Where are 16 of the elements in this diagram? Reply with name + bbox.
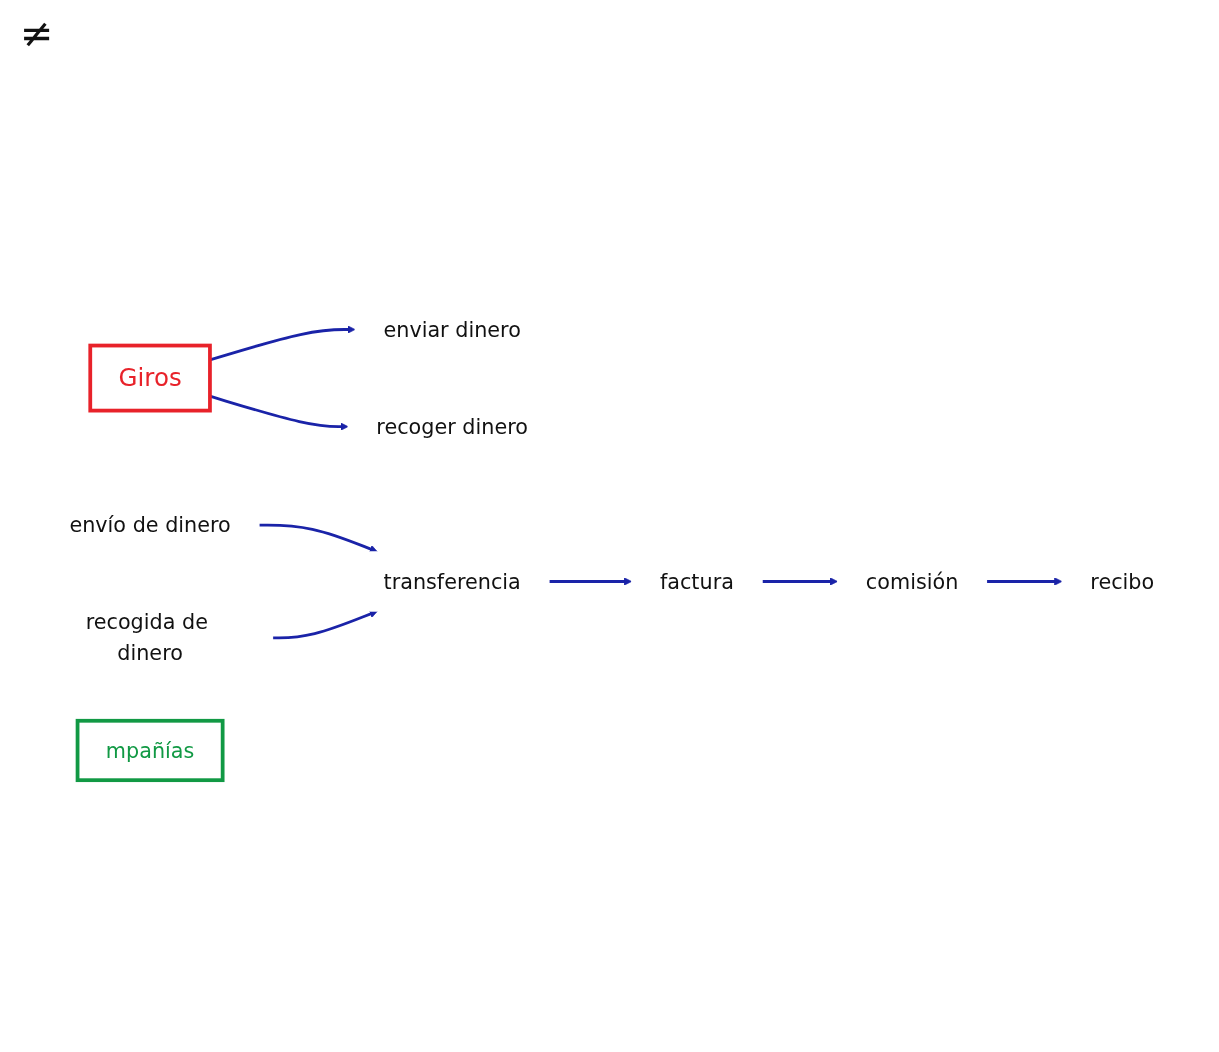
- node-text: envío de dinero: [69, 513, 231, 537]
- node-text: factura: [659, 569, 734, 594]
- arrow: [259, 523, 378, 553]
- node-text: enviar dinero: [383, 317, 521, 342]
- node-text: recogida de dinero: [85, 610, 208, 666]
- node-box: mpañías: [75, 718, 225, 783]
- arrow: [762, 577, 838, 586]
- arrow: [986, 577, 1063, 586]
- arrow: [272, 610, 378, 640]
- not-equal-sign: ≠: [20, 10, 54, 56]
- node-text: comisión: [865, 569, 959, 594]
- arrow: [549, 577, 633, 586]
- node-text: recoger dinero: [376, 414, 528, 439]
- node-text: recibo: [1090, 569, 1155, 594]
- node-box: Giros: [88, 343, 212, 413]
- node-text: transferencia: [383, 569, 521, 594]
